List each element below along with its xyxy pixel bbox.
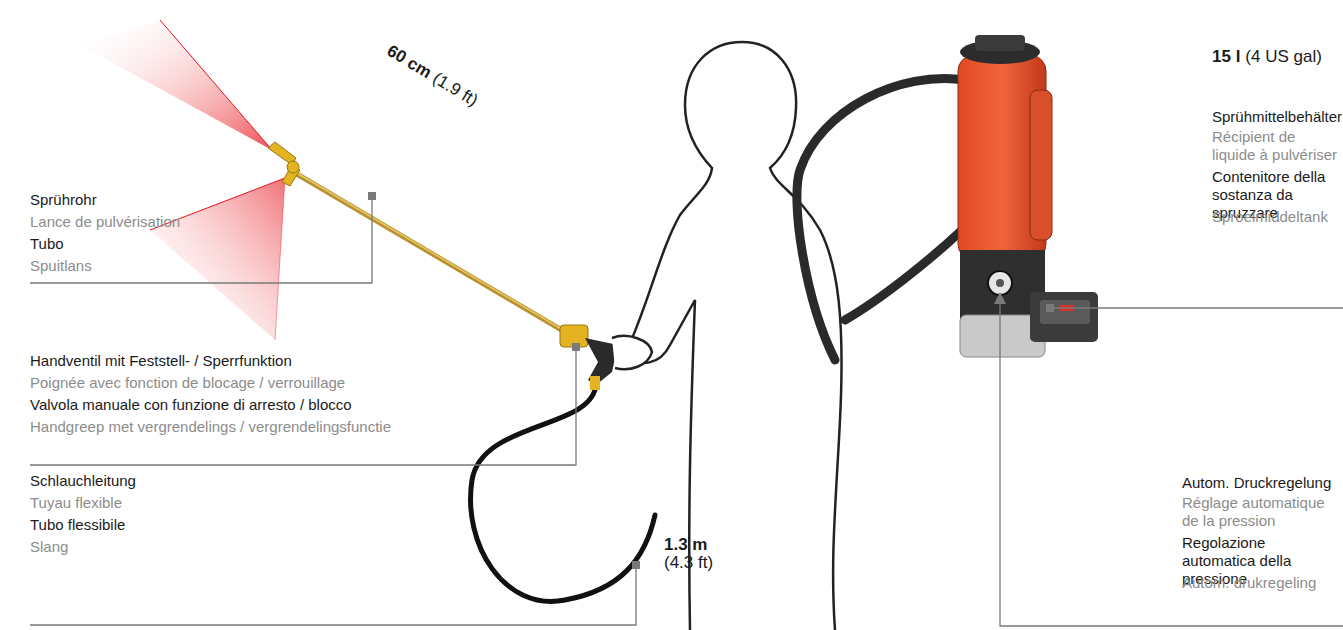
part-label: Autom. Druckregelung xyxy=(1182,474,1340,492)
part-label: Tuyau flexible xyxy=(30,494,370,512)
tank-volume: 15 l (4 US gal) xyxy=(1212,48,1322,66)
part-label: Tubo flessibile xyxy=(30,516,370,534)
hose-dimension: 1.3 m(4.3 ft) xyxy=(664,536,713,572)
part-label: Poignée avec fonction de blocage / verro… xyxy=(30,374,570,392)
spray-lance xyxy=(268,142,565,332)
part-label: Sprühmittelbehälter xyxy=(1212,108,1340,126)
part-label: Sproeimiddeltank xyxy=(1212,208,1340,226)
part-label: Slang xyxy=(30,538,370,556)
hose xyxy=(471,383,655,601)
part-label: 15 l xyxy=(1212,48,1240,66)
part-label: Réglage automatique de la pression xyxy=(1182,494,1340,530)
part-label: Sprührohr xyxy=(30,191,370,209)
spray-cone xyxy=(80,20,285,340)
part-label: (4.3 ft) xyxy=(664,554,713,572)
leader-line xyxy=(30,199,1343,626)
part-label: (4 US gal) xyxy=(1245,48,1322,66)
part-label: Schlauchleitung xyxy=(30,472,370,490)
hand-outline xyxy=(612,336,652,369)
part-label: Récipient de liquide à pulvériser xyxy=(1212,128,1340,164)
spray-tank xyxy=(958,35,1098,357)
backpack-strap xyxy=(797,78,965,360)
part-label: Lance de pulvérisation xyxy=(30,213,370,231)
part-label: 1.3 m xyxy=(664,536,707,554)
part-label: 60 cm xyxy=(384,42,435,82)
part-label: Tubo xyxy=(30,235,370,253)
person-outline xyxy=(625,42,842,630)
part-label: (1.9 ft) xyxy=(429,69,480,110)
part-label: Autom. drukregeling xyxy=(1182,574,1340,592)
part-label: Valvola manuale con funzione di arresto … xyxy=(30,396,570,414)
lance-dimension: 60 cm(1.9 ft) xyxy=(384,42,481,110)
leader-marker xyxy=(368,192,1054,569)
part-label: Handventil mit Feststell- / Sperrfunktio… xyxy=(30,352,570,370)
hand-valve xyxy=(560,325,618,390)
part-label: Handgreep met vergrendelings / vergrende… xyxy=(30,418,570,436)
part-label: Spuitlans xyxy=(30,257,370,275)
